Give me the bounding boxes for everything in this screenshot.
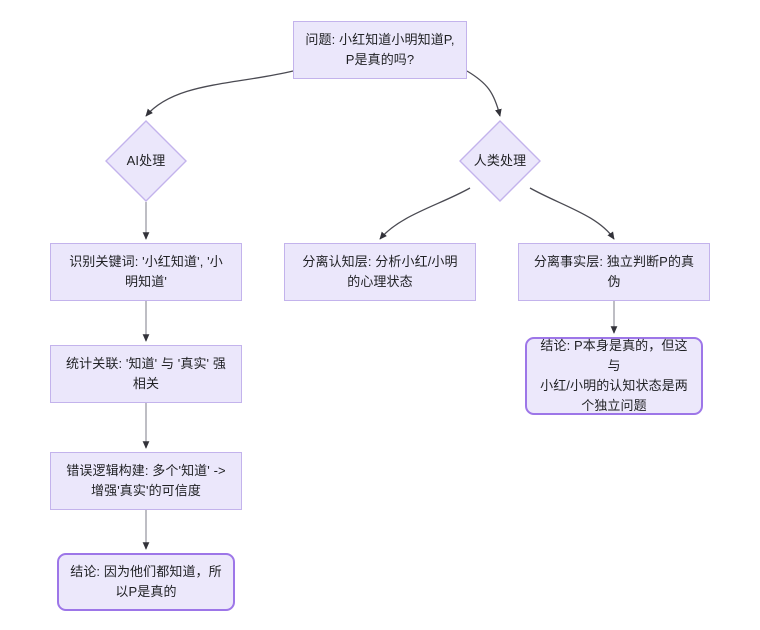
node-ai-faulty-logic[interactable]: 错误逻辑构建: 多个'知道' -> 增强'真实'的可信度: [50, 452, 242, 510]
node-ai-correlation-label: 统计关联: '知道' 与 '真实' 强 相关: [66, 356, 226, 391]
diamond-shape-human: [459, 120, 541, 202]
node-ai-keywords-label: 识别关键词: '小红知道', '小 明知道': [69, 254, 223, 289]
node-human-fact-layer[interactable]: 分离事实层: 独立判断P的真 伪: [518, 243, 710, 301]
edge-question-to-ai: [145, 70, 294, 117]
node-human-processing-label: 人类处理: [473, 153, 527, 168]
diamond-shape-ai: [105, 120, 187, 202]
node-human-conclusion[interactable]: 结论: P本身是真的，但这与 小红/小明的认知状态是两 个独立问题: [525, 337, 703, 415]
node-question[interactable]: 问题: 小红知道小明知道P, P是真的吗?: [293, 21, 467, 79]
node-ai-conclusion-label: 结论: 因为他们都知道，所 以P是真的: [70, 564, 222, 599]
node-ai-faulty-logic-label: 错误逻辑构建: 多个'知道' -> 增强'真实'的可信度: [66, 463, 226, 498]
edge-human-to-fact-layer: [529, 187, 615, 240]
node-ai-correlation[interactable]: 统计关联: '知道' 与 '真实' 强 相关: [50, 345, 242, 403]
node-ai-processing-label: AI处理: [126, 153, 166, 168]
node-ai-conclusion[interactable]: 结论: 因为他们都知道，所 以P是真的: [57, 553, 235, 611]
node-human-fact-layer-label: 分离事实层: 独立判断P的真 伪: [533, 254, 695, 289]
node-question-label: 问题: 小红知道小明知道P, P是真的吗?: [305, 32, 455, 67]
node-ai-processing[interactable]: AI处理: [105, 120, 187, 202]
edge-human-to-cognitive-layer: [379, 187, 471, 240]
node-human-cognitive-layer-label: 分离认知层: 分析小红/小明 的心理状态: [302, 254, 458, 289]
edge-question-to-human: [466, 70, 502, 117]
node-human-conclusion-label: 结论: P本身是真的，但这与 小红/小明的认知状态是两 个独立问题: [540, 338, 688, 413]
node-human-processing[interactable]: 人类处理: [459, 120, 541, 202]
node-human-cognitive-layer[interactable]: 分离认知层: 分析小红/小明 的心理状态: [284, 243, 476, 301]
node-ai-keywords[interactable]: 识别关键词: '小红知道', '小 明知道': [50, 243, 242, 301]
